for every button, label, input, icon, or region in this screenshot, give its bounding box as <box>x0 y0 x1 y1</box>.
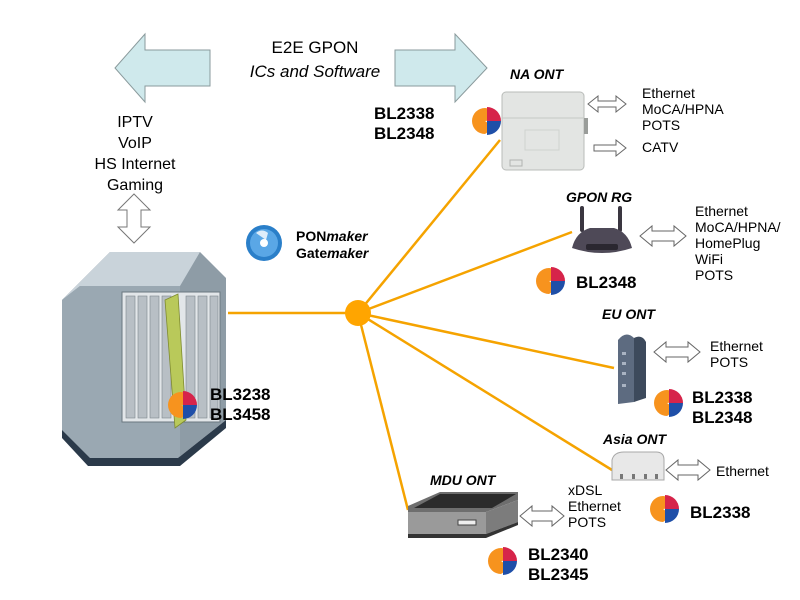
interface-label: Ethernet <box>710 338 763 354</box>
na-ont-device-icon <box>501 91 588 171</box>
asia-ont-bidir-arrow-icon <box>665 458 711 482</box>
chip-label: BL2338 <box>692 388 753 407</box>
interface-label: POTS <box>710 354 749 370</box>
interface-label: CATV <box>642 139 679 155</box>
na-ont-bidir-arrow-icon <box>587 94 627 114</box>
service-item: VoIP <box>118 135 152 152</box>
na-ont-chip-list: BL2338 BL2348 <box>374 104 434 144</box>
mdu-ont-interfaces: xDSL Ethernet POTS <box>568 482 621 530</box>
chip-logo-icon <box>488 547 517 575</box>
diagram-title: E2E GPON <box>271 38 359 57</box>
chip-label: BL2348 <box>374 124 435 143</box>
fiber-eu-ont-link <box>357 311 615 370</box>
chip-logo-icon <box>654 389 683 417</box>
olt-chassis-icon <box>62 252 226 466</box>
chip-label: BL2338 <box>690 503 751 522</box>
service-item: IPTV <box>117 114 153 131</box>
chip-label: BL2348 <box>576 273 637 292</box>
chip-logo-icon <box>650 495 679 523</box>
chip-label: BL2340 <box>528 545 589 564</box>
interface-label: MoCA/HPNA <box>642 101 724 117</box>
mdu-ont-bidir-arrow-icon <box>519 504 565 528</box>
interface-label: Ethernet <box>642 85 695 101</box>
services-list: IPTV VoIP HS Internet Gaming <box>70 112 200 196</box>
asia-ont-title: Asia ONT <box>603 431 667 447</box>
interface-label: POTS <box>695 267 734 283</box>
chip-logo-icon <box>168 391 197 419</box>
gpon-rg-title: GPON RG <box>566 189 633 205</box>
chip-logo-icon <box>472 107 501 135</box>
services-bidir-arrow-icon <box>116 193 152 244</box>
chip-label: BL2348 <box>692 408 753 427</box>
gpon-rg-bidir-arrow-icon <box>639 224 687 248</box>
gpon-rg-chip-list: BL2348 <box>576 273 636 293</box>
fiber-mdu-ont-link <box>356 312 410 511</box>
gpon-rg-interfaces: Ethernet MoCA/HPNA/ HomePlug WiFi POTS <box>695 203 781 283</box>
software-cd-icon <box>246 225 282 261</box>
eu-ont-title: EU ONT <box>602 306 655 322</box>
chip-label: BL2338 <box>374 104 435 123</box>
asia-ont-chip-list: BL2338 <box>690 503 750 523</box>
interface-label: POTS <box>642 117 681 133</box>
service-item: Gaming <box>106 177 164 194</box>
mdu-ont-title: MDU ONT <box>430 472 496 488</box>
right-big-arrow-icon <box>394 32 488 104</box>
asia-ont-device-icon <box>611 451 665 481</box>
splitter-node <box>345 300 371 326</box>
chip-logo-icon <box>536 267 565 295</box>
na-ont-interfaces: Ethernet MoCA/HPNA POTS CATV <box>642 85 724 155</box>
mdu-ont-device-icon <box>408 492 518 538</box>
fiber-asia-ont-link <box>357 311 613 472</box>
software-label: PONmaker Gatemaker <box>296 228 369 261</box>
na-ont-out-arrow-icon <box>593 138 627 158</box>
interface-label: HomePlug <box>695 235 761 251</box>
chip-label: BL2345 <box>528 565 589 584</box>
eu-ont-bidir-arrow-icon <box>653 340 701 364</box>
interface-label: Ethernet <box>716 463 769 479</box>
interface-label: MoCA/HPNA/ <box>695 219 781 235</box>
eu-ont-interfaces: Ethernet POTS <box>710 338 763 370</box>
asia-ont-interfaces: Ethernet <box>716 463 769 479</box>
left-big-arrow-icon <box>114 32 211 104</box>
interface-label: WiFi <box>695 251 723 267</box>
interface-label: POTS <box>568 514 607 530</box>
eu-ont-device-icon <box>618 334 646 404</box>
service-item: HS Internet <box>94 156 176 173</box>
chip-label: BL3238 <box>210 385 271 404</box>
na-ont-title: NA ONT <box>510 66 564 82</box>
diagram-subtitle: ICs and Software <box>249 62 381 81</box>
mdu-ont-chip-list: BL2340 BL2345 <box>528 545 588 585</box>
interface-label: Ethernet <box>568 498 621 514</box>
olt-chip-list: BL3238 BL3458 <box>210 385 270 425</box>
fiber-gpon-rg-link <box>357 230 573 315</box>
interface-label: Ethernet <box>695 203 748 219</box>
fiber-na-ont-link <box>357 139 501 314</box>
gpon-rg-device-icon <box>572 206 632 253</box>
chip-label: BL3458 <box>210 405 271 424</box>
eu-ont-chip-list: BL2338 BL2348 <box>692 388 752 428</box>
interface-label: xDSL <box>568 482 603 498</box>
